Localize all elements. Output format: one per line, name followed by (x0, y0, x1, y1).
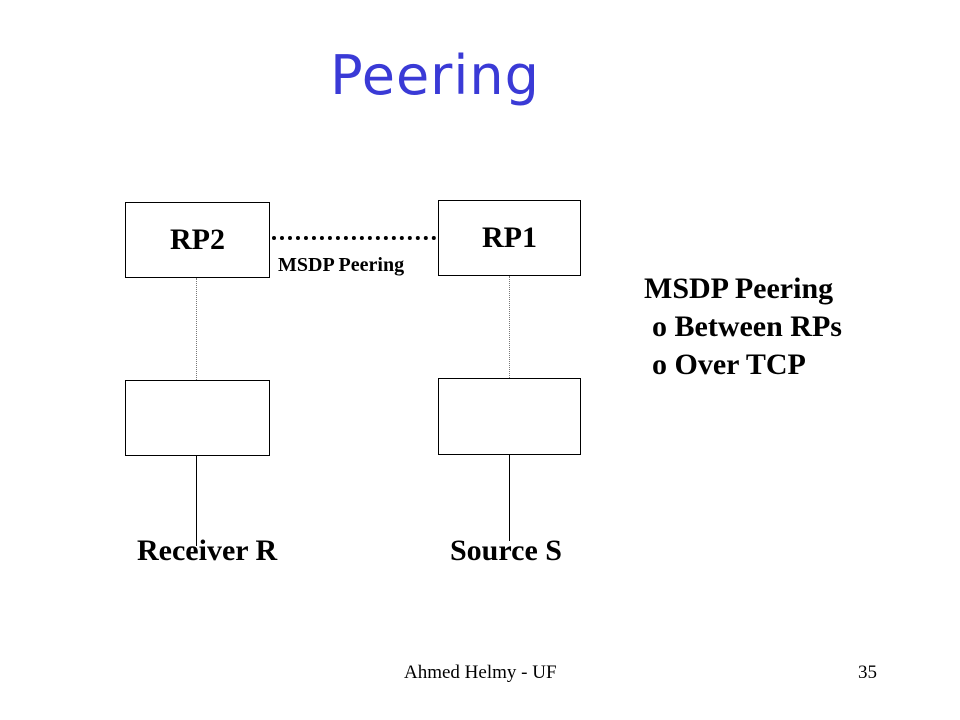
rp1-label: RP1 (482, 221, 537, 254)
left-router-to-receiver-line (196, 456, 197, 546)
rp1-box: RP1 (438, 200, 581, 276)
notes-heading: MSDP Peering (644, 272, 834, 305)
source-label: Source S (450, 534, 562, 567)
footer-author: Ahmed Helmy - UF (404, 662, 557, 683)
slide-title: Peering (330, 44, 540, 107)
msdp-peering-link (272, 236, 436, 240)
receiver-label: Receiver R (137, 534, 278, 567)
notes-block: MSDP Peering o Between RPs o Over TCP (644, 270, 842, 384)
footer-page-number: 35 (858, 662, 877, 683)
msdp-peering-link-label: MSDP Peering (278, 254, 405, 276)
rp2-box: RP2 (125, 202, 270, 278)
rp2-label: RP2 (170, 223, 225, 256)
left-router-box (125, 380, 270, 456)
rp2-to-router-line (196, 278, 197, 380)
rp1-to-router-line (509, 276, 510, 378)
notes-item: o Between RPs (652, 310, 842, 343)
right-router-to-source-line (509, 455, 510, 541)
right-router-box (438, 378, 581, 455)
notes-item: o Over TCP (652, 348, 806, 381)
